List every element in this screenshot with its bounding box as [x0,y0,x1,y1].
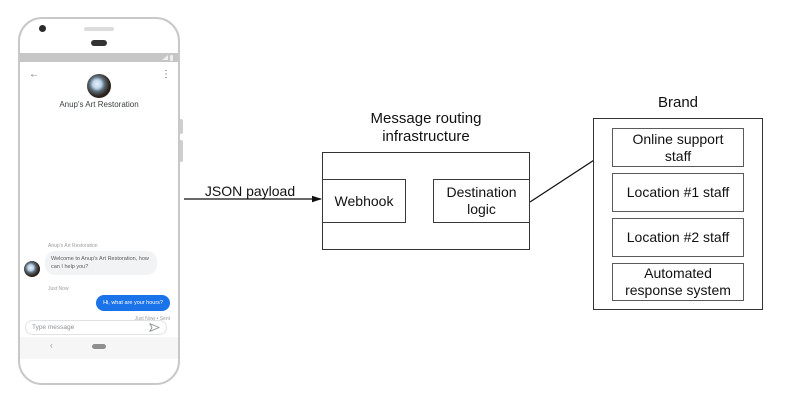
message-avatar [24,261,40,277]
back-arrow-icon[interactable]: ← [29,69,39,80]
front-camera-icon [39,25,46,32]
brand-container-box: Online support staff Location #1 staff L… [593,118,763,310]
send-icon[interactable] [149,323,160,332]
incoming-timestamp: Just Now [48,286,69,292]
outgoing-message-bubble: Hi, what are your hours? [96,295,170,311]
nav-home-icon[interactable] [92,344,106,349]
signal-icon [162,55,168,60]
json-payload-label: JSON payload [204,183,296,199]
status-bar [20,53,178,62]
phone-power-button [179,119,183,134]
nav-back-icon[interactable]: ‹ [50,341,53,350]
destination-logic-box: Destination logic [433,179,530,223]
phone-volume-button [179,140,183,162]
message-composer [25,320,167,335]
business-avatar [87,74,111,98]
incoming-message-bubble: Welcome to Anup's Art Restoration, how c… [45,251,157,275]
brand-title: Brand [657,94,699,111]
sender-label: Anup's Art Restoration [48,243,98,249]
overflow-menu-icon[interactable]: ⋮ [161,69,171,80]
brand-item-automated-response: Automated response system [612,263,744,301]
battery-icon [170,54,173,61]
earpiece-slot [84,27,114,31]
webhook-box: Webhook [322,179,406,223]
phone-mockup: ← ⋮ Anup's Art Restoration Anup's Art Re… [18,17,180,385]
brand-item-location-2: Location #2 staff [612,218,744,257]
navigation-bar: ‹ [20,337,178,359]
message-input[interactable] [32,324,149,331]
outgoing-timestamp: Just Now • Sent [134,316,170,322]
speaker-grill [91,40,107,46]
brand-item-location-1: Location #1 staff [612,173,744,212]
brand-item-online-support: Online support staff [612,128,744,167]
conversation-title: Anup's Art Restoration [59,100,139,109]
routing-title: Message routing infrastructure [370,110,482,145]
